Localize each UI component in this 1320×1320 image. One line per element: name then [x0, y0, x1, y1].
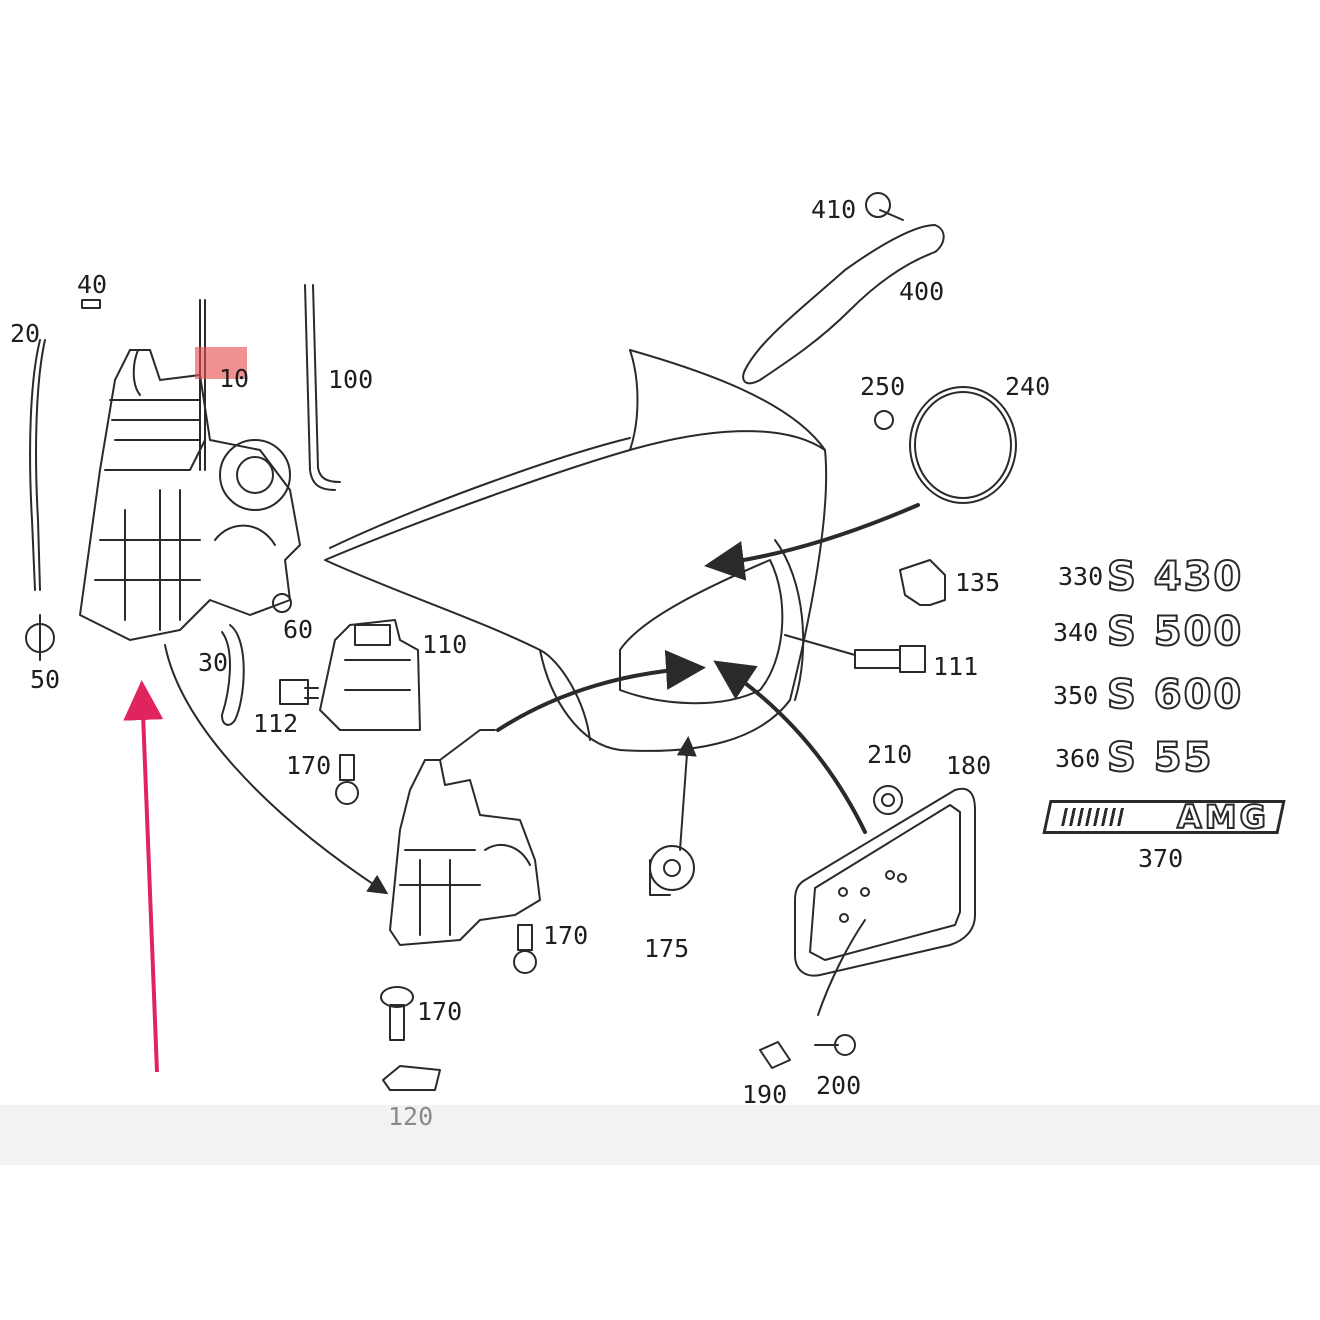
badge-s430: S 430	[1106, 554, 1244, 600]
label-170b: 170	[543, 921, 589, 950]
latch-assembly-small	[389, 759, 541, 946]
clip-40	[81, 299, 101, 309]
label-360: 360	[1055, 744, 1101, 773]
label-112: 112	[253, 709, 299, 738]
label-190: 190	[742, 1080, 788, 1109]
screw-200	[814, 1034, 856, 1056]
license-plate-trim-180	[794, 787, 976, 977]
badge-s55: S 55	[1106, 735, 1214, 781]
footer-band	[0, 1105, 1320, 1165]
label-135: 135	[955, 568, 1001, 597]
screw-60	[272, 593, 292, 613]
trunk-lid-drawing	[324, 349, 828, 752]
label-60: 60	[283, 615, 314, 644]
badge-s600: S 600	[1106, 672, 1244, 718]
grommet-175	[649, 845, 695, 896]
bracket-400	[742, 224, 945, 385]
pointer-arrow	[123, 680, 164, 1073]
label-111: 111	[933, 652, 979, 681]
plug-190	[759, 1041, 791, 1069]
label-50: 50	[30, 665, 61, 694]
actuator-110	[319, 619, 421, 731]
label-120: 120	[388, 1102, 434, 1131]
label-10: 10	[219, 364, 250, 393]
cable-20	[29, 339, 41, 591]
connector-135	[899, 559, 946, 606]
switch-111	[854, 645, 926, 673]
rod-10	[199, 299, 206, 471]
label-250: 250	[860, 372, 906, 401]
badge-s500: S 500	[1106, 609, 1244, 655]
rod-100	[304, 284, 341, 491]
label-40: 40	[77, 270, 108, 299]
label-200: 200	[816, 1071, 862, 1100]
latch-assembly-large	[79, 349, 301, 641]
amg-stripes	[1061, 808, 1125, 826]
cable-small	[439, 729, 496, 761]
screw-50	[25, 614, 55, 661]
label-400: 400	[899, 277, 945, 306]
label-370: 370	[1138, 844, 1184, 873]
label-20: 20	[10, 319, 41, 348]
label-210: 210	[867, 740, 913, 769]
label-175: 175	[644, 934, 690, 963]
screw-250	[874, 410, 894, 430]
label-240: 240	[1005, 372, 1051, 401]
label-330: 330	[1058, 562, 1104, 591]
label-410: 410	[811, 195, 857, 224]
label-170a: 170	[286, 751, 332, 780]
label-350: 350	[1053, 681, 1099, 710]
part-10-highlight	[195, 347, 247, 379]
seal-240	[909, 386, 1017, 504]
label-340: 340	[1053, 618, 1099, 647]
bolt-410	[865, 192, 904, 221]
hose-30	[221, 624, 245, 726]
label-30: 30	[198, 648, 229, 677]
label-170c: 170	[417, 997, 463, 1026]
nut-210	[873, 785, 903, 815]
screw-170a	[335, 754, 359, 805]
screw-170c	[380, 986, 414, 1041]
badge-amg-text: AMG	[1176, 797, 1270, 837]
connector-112	[279, 679, 309, 705]
badge-amg: AMG	[1042, 797, 1286, 837]
screw-170b	[513, 924, 537, 974]
label-110: 110	[422, 630, 468, 659]
label-180: 180	[946, 751, 992, 780]
label-100: 100	[328, 365, 374, 394]
clip-120	[382, 1065, 441, 1091]
